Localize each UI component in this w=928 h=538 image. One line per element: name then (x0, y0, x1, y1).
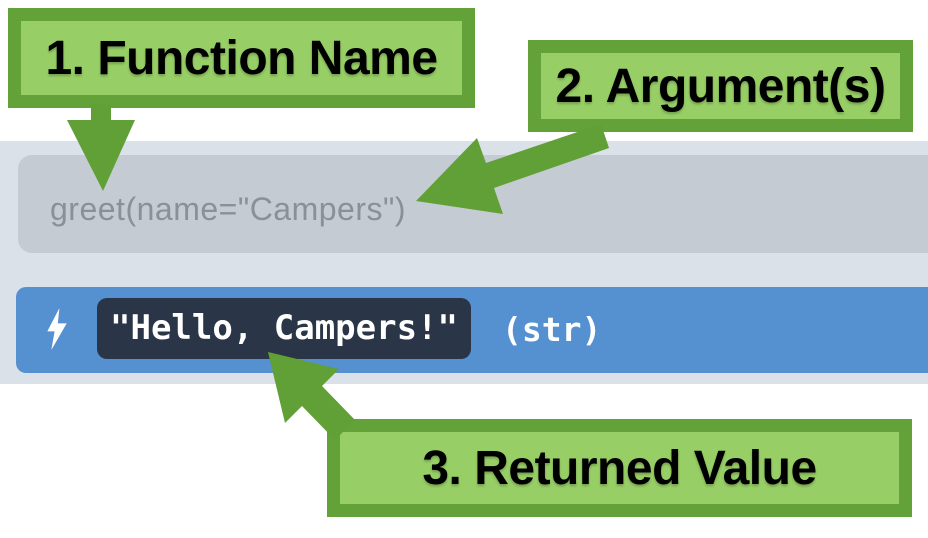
returned-value-badge: "Hello, Campers!" (97, 298, 471, 359)
lightning-bolt-icon (47, 308, 67, 350)
label-returned-value: 3. Returned Value (327, 419, 912, 517)
label-returned-value-text: 3. Returned Value (422, 441, 817, 495)
label-arguments: 2. Argument(s) (528, 40, 913, 132)
label-function-name-text: 1. Function Name (45, 31, 438, 85)
label-function-name: 1. Function Name (8, 8, 475, 108)
console-panel: greet(name="Campers") "Hello, Campers!" … (0, 141, 928, 384)
result-output-bar: "Hello, Campers!" (str) (16, 287, 928, 373)
code-input-text: greet(name="Campers") (50, 190, 407, 227)
label-arguments-text: 2. Argument(s) (555, 59, 886, 113)
return-type-label: (str) (502, 310, 602, 349)
code-input-field[interactable]: greet(name="Campers") (18, 155, 928, 253)
